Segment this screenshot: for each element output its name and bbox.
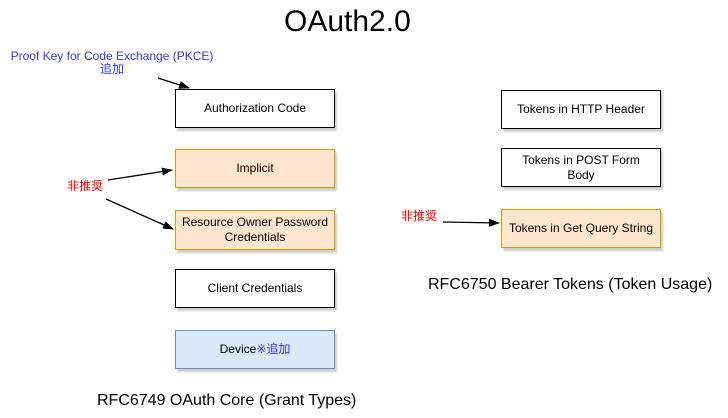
node-resource-owner-password-credentials: Resource Owner Password Credentials — [175, 210, 335, 250]
pkce-annotation: Proof Key for Code Exchange (PKCE) 追加 — [10, 50, 214, 76]
node-label-main: Device — [219, 342, 257, 356]
arrow-pkce-note-to-authorization-code — [157, 77, 190, 89]
node-label: Client Credentials — [207, 281, 303, 295]
right-group-caption: RFC6750 Bearer Tokens (Token Usage) — [428, 276, 713, 293]
deprecated-label-right: 非推奨 — [401, 209, 438, 223]
node-label: Resource Owner Password Credentials — [181, 215, 329, 244]
node-label: Tokens in Get Query String — [508, 221, 654, 235]
pkce-annotation-line2: 追加 — [99, 62, 124, 76]
node-label: Implicit — [236, 161, 274, 175]
node-label-suffix: ※追加 — [256, 342, 291, 356]
node-label: Tokens in POST Form Body — [522, 152, 640, 182]
node-tokens-in-post-form-body: Tokens in POST Form Body — [501, 148, 661, 187]
node-implicit: Implicit — [175, 149, 335, 188]
pkce-annotation-line1: Proof Key for Code Exchange (PKCE) — [10, 49, 214, 63]
node-client-credentials: Client Credentials — [175, 269, 335, 308]
deprecated-label-left: 非推奨 — [67, 179, 104, 193]
node-label: Device※追加 — [220, 342, 291, 357]
node-authorization-code: Authorization Code — [175, 89, 335, 128]
node-label: Authorization Code — [203, 101, 307, 115]
node-tokens-in-get-query-string: Tokens in Get Query String — [501, 209, 661, 248]
left-group-caption: RFC6749 OAuth Core (Grant Types) — [97, 392, 357, 409]
arrow-deprecated-left-to-implicit — [107, 167, 173, 181]
arrow-deprecated-right-to-tokens-in-get-query-string — [442, 218, 500, 227]
node-label: Tokens in HTTP Header — [517, 102, 645, 116]
node-device: Device※追加 — [175, 330, 335, 369]
arrow-deprecated-left-to-resource-owner-password-credentials — [105, 198, 174, 230]
page-title: OAuth2.0 — [284, 5, 411, 38]
node-tokens-in-http-header: Tokens in HTTP Header — [501, 90, 661, 129]
